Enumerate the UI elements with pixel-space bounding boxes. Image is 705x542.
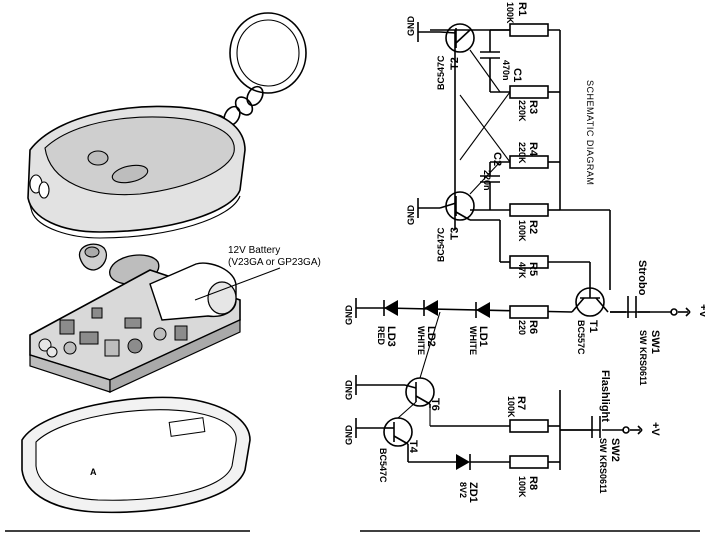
- key-ring-inner: [236, 19, 300, 87]
- r7-ref: R7: [515, 396, 527, 410]
- fob-housing-letter: A: [90, 467, 97, 477]
- t2-part: BC547C: [436, 55, 446, 90]
- sw2-ref: SW2: [609, 438, 621, 462]
- fob-button-large: [111, 164, 149, 184]
- led-ld3: LD3 RED: [376, 300, 398, 347]
- ld2-color: WHITE: [416, 326, 426, 355]
- sw1-part: SW KRS0611: [638, 330, 648, 386]
- sw2-supply: +V: [649, 422, 661, 436]
- ld3-ref: LD3: [385, 326, 397, 347]
- resistor-r4: R4 220K: [490, 142, 560, 169]
- ground-label-t6: GND: [344, 380, 354, 401]
- ground-label-leds: GND: [344, 305, 354, 326]
- fob-button-small: [87, 150, 109, 166]
- battery-callout-line: [194, 267, 281, 301]
- resistor-r7: R7 100K: [429, 396, 560, 433]
- sw1-ref: SW1: [649, 330, 661, 354]
- resistor-r5: R5 47K: [470, 219, 591, 288]
- ld1-color: WHITE: [468, 326, 478, 355]
- fob-bottom-housing: A: [21, 396, 251, 514]
- zd1-value: 8V2: [458, 482, 468, 498]
- ground-label-t4: GND: [344, 425, 354, 446]
- resistor-r2: R2 100K: [470, 203, 560, 242]
- resistor-r6: R6 220: [509, 305, 549, 335]
- r4-ref: R4: [527, 142, 539, 157]
- ground-label-t2: GND: [406, 16, 416, 37]
- t1-part: BC557C: [576, 320, 586, 355]
- r3-ref: R3: [527, 100, 539, 114]
- ground-label-t3: GND: [406, 205, 416, 226]
- r6-ref: R6: [527, 320, 539, 334]
- resistor-r3: R3 220K: [490, 85, 560, 122]
- t4-part: BC547C: [378, 448, 388, 483]
- battery-callout-line1: 12V Battery: [228, 245, 280, 256]
- led-ld1: LD1 WHITE: [468, 302, 490, 355]
- circuit-board: [29, 262, 241, 393]
- r8-value: 100K: [517, 476, 527, 498]
- r8-ref: R8: [527, 476, 539, 490]
- transistor-t2: T2 BC547C: [436, 23, 475, 90]
- c1-value: 470n: [501, 60, 511, 81]
- r6-value: 220: [517, 320, 527, 335]
- r1-value: 100K: [505, 2, 515, 24]
- rubber-buttons: [78, 243, 160, 285]
- r5-value: 47K: [517, 262, 527, 279]
- sw1-name: Strobo: [636, 260, 648, 296]
- r7-value: 100K: [506, 396, 516, 418]
- ld3-color: RED: [376, 326, 386, 346]
- switch-sw2: Flashlight SW2 SW KRS0611 +V: [560, 370, 661, 494]
- keyfob-illustration: 12V Battery (V23GA or GP23GA) A: [5, 12, 321, 532]
- t2-ref: T2: [449, 57, 461, 70]
- t3-part: BC547C: [436, 227, 446, 262]
- key-ring: [229, 12, 307, 94]
- capacitor-c2: C2 220n: [480, 152, 503, 210]
- sw2-part: SW KRS0611: [598, 438, 608, 494]
- t3-ref: T3: [449, 227, 461, 240]
- r1-ref: R1: [516, 2, 528, 16]
- ld1-ref: LD1: [477, 326, 489, 347]
- transistor-t1: T1 BC557C: [571, 287, 609, 355]
- transistor-t6: T6: [404, 311, 441, 411]
- zd1-ref: ZD1: [467, 482, 479, 503]
- switch-sw1: Strobo SW1 SW KRS0611 +V: [610, 260, 705, 386]
- battery-callout-line2: (V23GA or GP23GA): [228, 257, 321, 268]
- zener-zd1: ZD1 8V2: [408, 454, 479, 503]
- fob-top-housing: [27, 105, 246, 239]
- c2-value: 220n: [482, 170, 492, 191]
- capacitor-c1: C1 470n: [480, 30, 523, 92]
- resistor-r8: R8 100K: [470, 455, 560, 498]
- r3-value: 220K: [517, 100, 527, 122]
- r4-value: 220K: [517, 142, 527, 164]
- sw2-name: Flashlight: [599, 370, 611, 422]
- transistor-t4: T4 BC547C: [378, 401, 419, 483]
- r2-ref: R2: [527, 220, 539, 234]
- r5-ref: R5: [527, 262, 539, 276]
- schematic-title: SCHEMATIC DIAGRAM: [585, 80, 595, 185]
- t1-ref: T1: [587, 320, 599, 333]
- c2-ref: C2: [491, 152, 503, 166]
- sw1-supply: +V: [697, 304, 705, 318]
- resistor-r1: R1 100K: [490, 2, 549, 37]
- t4-ref: T4: [407, 440, 419, 454]
- c1-ref: C1: [511, 68, 523, 82]
- r2-value: 100K: [517, 220, 527, 242]
- transistor-t3: T3 BC547C: [436, 191, 475, 262]
- schematic: GND GND GND GND GND T2 BC547C T3: [344, 2, 705, 532]
- t6-ref: T6: [429, 398, 441, 411]
